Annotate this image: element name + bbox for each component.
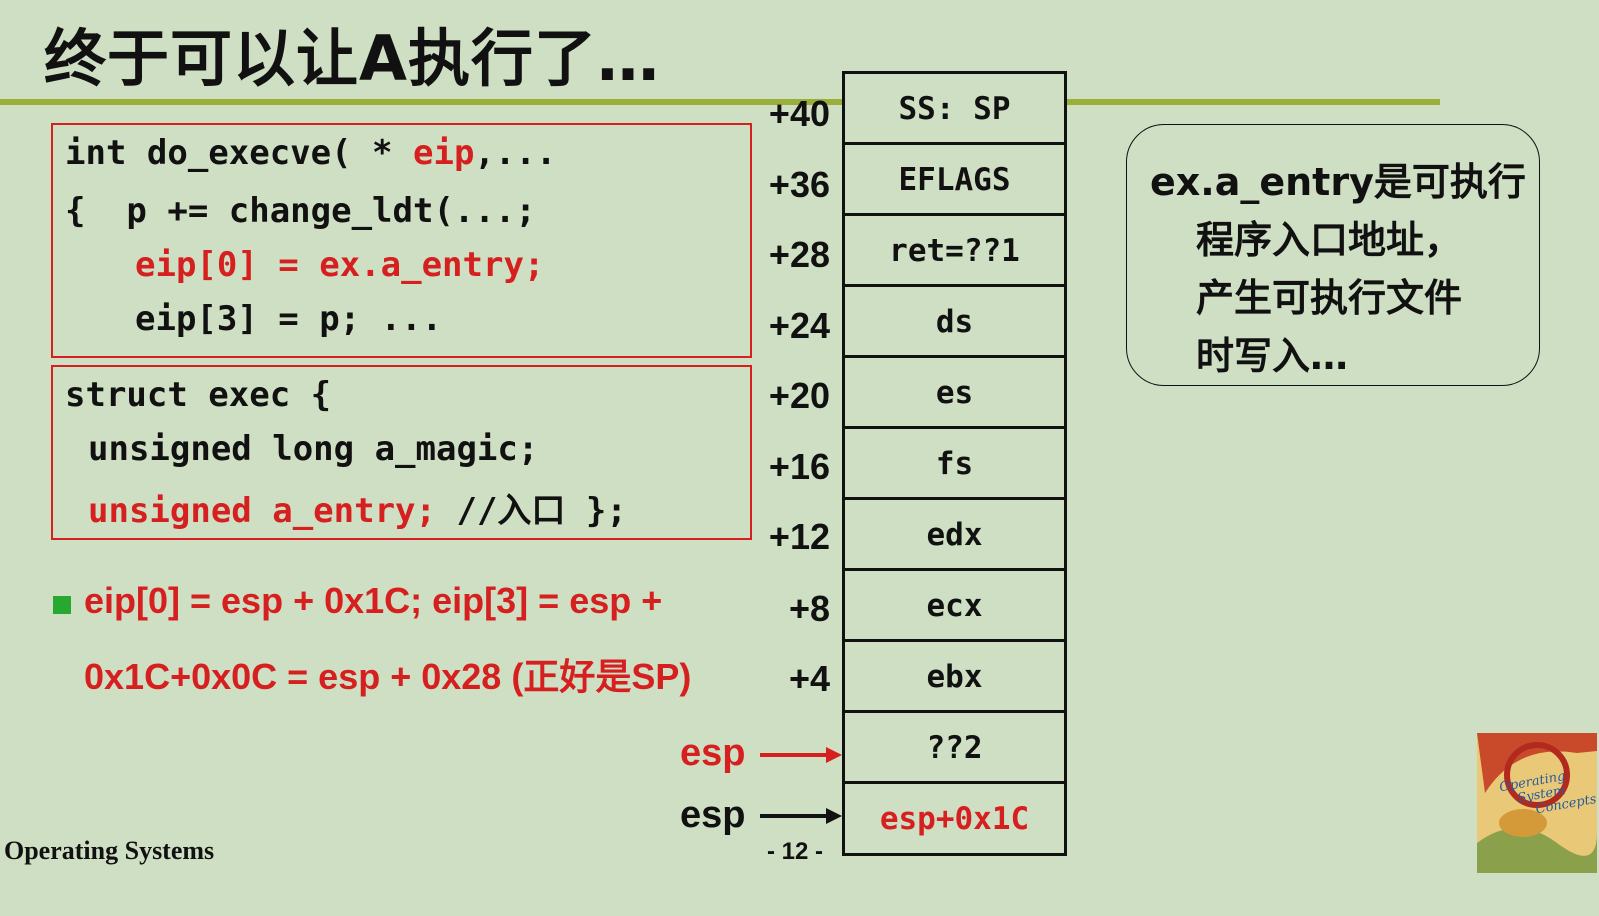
esp-label-lower: esp <box>680 794 746 836</box>
code-entry-highlight: unsigned a_entry; <box>88 491 436 531</box>
stack-cell-fs: fs <box>842 426 1067 501</box>
code-line-1: struct exec { <box>65 375 332 415</box>
stack-cell-ds: ds <box>842 284 1067 359</box>
stack-cell-ecx: ecx <box>842 568 1067 643</box>
slide-title: 终于可以让A执行了… <box>44 22 660 95</box>
stack-cell-es: es <box>842 355 1067 430</box>
code-line-2: unsigned long a_magic; <box>88 429 539 469</box>
esp-arrow-black-icon <box>760 808 842 824</box>
stack-cell-edx: edx <box>842 497 1067 572</box>
book-logo-icon: Operating System Concepts <box>1477 733 1597 873</box>
stack-offset: +20 <box>768 375 830 416</box>
code-line-4: eip[3] = p; ... <box>135 299 443 339</box>
stack-offset: +40 <box>768 93 830 134</box>
stack-cell-ss-sp: SS: SP <box>842 71 1067 146</box>
footer-course-name: Operating Systems <box>4 836 215 865</box>
esp-arrow-red-icon <box>760 747 842 763</box>
stack-cell-ret: ret=??1 <box>842 213 1067 288</box>
code-text: ,... <box>474 133 557 173</box>
footer-page-number: - 12 - <box>767 838 824 865</box>
stack-offset: +8 <box>788 588 830 629</box>
code-eip-highlight: eip <box>413 133 475 173</box>
note-line-4: 时写入… <box>1196 334 1349 378</box>
code-text: int do_execve( * <box>65 133 413 173</box>
stack-offset: +16 <box>768 446 830 487</box>
code-line-3: unsigned a_entry; //入口 }; <box>88 483 627 532</box>
stack-cell-ebx: ebx <box>842 639 1067 714</box>
bullet-square-icon <box>53 596 71 614</box>
code-box-struct-exec: struct exec { unsigned long a_magic; uns… <box>51 365 752 540</box>
note-line-2: 程序入口地址， <box>1196 218 1463 262</box>
code-line-1: int do_execve( * eip,... <box>65 133 556 173</box>
stack-cell-eflags: EFLAGS <box>842 142 1067 217</box>
stack-cell-unknown2: ??2 <box>842 710 1067 785</box>
stack-offset: +4 <box>788 658 830 699</box>
code-line-3: eip[0] = ex.a_entry; <box>135 245 545 285</box>
stack-offset: +36 <box>768 164 830 205</box>
bullet-line-1: eip[0] = esp + 0x1C; eip[3] = esp + <box>84 580 663 621</box>
stack-offset: +28 <box>768 234 830 275</box>
code-comment: //入口 }; <box>436 491 627 531</box>
esp-label-upper: esp <box>680 732 746 774</box>
code-line-2: { p += change_ldt(...; <box>65 191 536 231</box>
stack-offset: +12 <box>768 516 830 557</box>
note-line-1: ex.a_entry是可执行 <box>1150 160 1526 204</box>
code-box-do-execve: int do_execve( * eip,... { p += change_l… <box>51 123 752 358</box>
stack-offset: +24 <box>768 305 830 346</box>
note-callout: ex.a_entry是可执行 程序入口地址， 产生可执行文件 时写入… <box>1126 124 1540 386</box>
bullet-line-2: 0x1C+0x0C = esp + 0x28 (正好是SP) <box>84 656 692 697</box>
title-divider <box>0 99 1440 105</box>
note-line-3: 产生可执行文件 <box>1196 276 1463 320</box>
stack-cell-esp-offset: esp+0x1C <box>842 781 1067 856</box>
